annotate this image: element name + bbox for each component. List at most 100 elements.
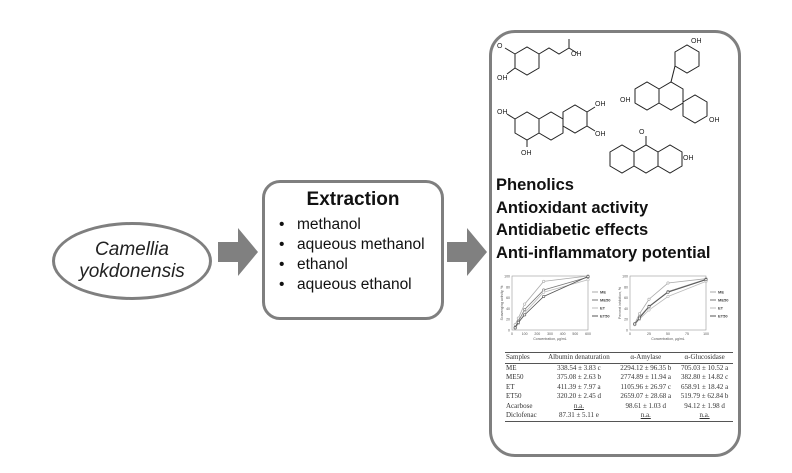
data-point xyxy=(647,297,651,301)
data-point xyxy=(586,278,590,282)
svg-text:O: O xyxy=(497,43,503,50)
table-cell: Acarbose xyxy=(506,401,533,410)
data-point xyxy=(523,307,527,311)
extraction-box: Extraction methanol aqueous methanol eth… xyxy=(262,180,444,320)
data-point xyxy=(647,308,651,312)
data-point xyxy=(666,295,670,299)
table-cell: n.a. xyxy=(573,401,584,410)
solvent-item: methanol xyxy=(279,215,433,235)
svg-text:OH: OH xyxy=(709,117,720,124)
data-point xyxy=(523,302,527,306)
y-axis-label: Percent inhibition, % xyxy=(618,287,622,319)
svg-text:OH: OH xyxy=(683,155,694,162)
legend-label: ME50 xyxy=(600,298,611,303)
heading-phenolics: Phenolics xyxy=(496,176,574,194)
data-point xyxy=(542,290,546,294)
y-tick-label: 40 xyxy=(624,307,628,311)
y-tick-label: 100 xyxy=(504,275,510,279)
table-cell: 2294.12 ± 96.35 b xyxy=(620,363,672,372)
x-axis-label: Concentration, µg/mL xyxy=(533,337,567,341)
data-point xyxy=(704,278,708,282)
legend-label: ET xyxy=(718,306,724,311)
quercetin-structure xyxy=(609,136,683,174)
plot-frame xyxy=(511,275,589,331)
results-table: Samples Albumin denaturation α-Amylase α… xyxy=(505,352,733,422)
table-cell: 519.79 ± 62.84 b xyxy=(680,392,729,400)
arrow-right-icon xyxy=(447,228,487,276)
table-cell: 705.03 ± 10.52 a xyxy=(680,363,729,372)
heading-antioxidant: Antioxidant activity xyxy=(496,198,649,217)
y-axis-label: Scavenging activity, % xyxy=(500,286,504,321)
table-cell: 375.08 ± 2.63 b xyxy=(556,373,601,381)
col-header: α-Glucosidase xyxy=(684,353,725,361)
table-row: ET 411.39 ± 7.97 a 1105.96 ± 26.97 c 658.91… xyxy=(505,383,733,393)
catechin-structure xyxy=(506,104,596,147)
col-header: Albumin denaturation xyxy=(548,353,610,361)
source-plant-oval: Camellia yokdonensis xyxy=(52,222,212,300)
data-point xyxy=(542,295,546,299)
table-cell: n.a. xyxy=(699,411,710,419)
svg-text:OH: OH xyxy=(595,131,606,138)
table-cell: 320.20 ± 2.45 d xyxy=(556,392,601,400)
results-headings: Phenolics Antioxidant activity Antidiabe… xyxy=(496,174,711,264)
x-tick-label: 300 xyxy=(547,332,553,336)
data-point xyxy=(666,281,670,285)
table-cell: n.a. xyxy=(640,411,651,419)
y-tick-label: 40 xyxy=(506,307,510,311)
heading-anti-inflammatory: Anti-inflammatory potential xyxy=(496,243,711,262)
x-tick-label: 0 xyxy=(511,332,513,336)
data-point xyxy=(633,322,637,326)
results-box xyxy=(489,30,741,457)
x-tick-label: 400 xyxy=(560,332,566,336)
table-cell: ME xyxy=(506,363,517,372)
x-tick-label: 100 xyxy=(703,332,709,336)
x-tick-label: 500 xyxy=(572,332,578,336)
table-row: ME 338.54 ± 3.83 c 2294.12 ± 96.35 b 705.03… xyxy=(505,363,733,373)
ferulic-acid-structure xyxy=(504,39,578,76)
x-axis-label: Concentration, µg/mL xyxy=(651,337,685,341)
table-cell: 1105.96 ± 26.97 c xyxy=(620,382,671,391)
table-cell: ET xyxy=(506,382,515,391)
legend-label: ET50 xyxy=(600,314,610,319)
x-tick-label: 75 xyxy=(685,332,689,336)
plant-name-species: yokdonensis xyxy=(79,261,185,282)
legend-label: ET xyxy=(600,306,606,311)
legend-label: ME xyxy=(718,290,724,295)
table-cell: 338.54 ± 3.83 c xyxy=(557,363,601,372)
solvent-list: methanol aqueous methanol ethanol aqueou… xyxy=(273,215,433,295)
solvent-item: aqueous ethanol xyxy=(279,275,433,295)
data-point xyxy=(637,312,641,316)
data-point xyxy=(666,290,670,294)
svg-text:OH: OH xyxy=(497,109,508,116)
table-cell: ME50 xyxy=(506,373,524,381)
table-cell: 411.39 ± 7.97 a xyxy=(557,382,601,391)
x-tick-label: 25 xyxy=(647,332,651,336)
legend-label: ET50 xyxy=(718,314,728,319)
arrow-right-icon xyxy=(218,228,258,276)
svg-text:OH: OH xyxy=(691,38,702,45)
svg-text:OH: OH xyxy=(620,97,631,104)
y-tick-label: 60 xyxy=(624,296,628,300)
y-tick-label: 80 xyxy=(624,285,628,289)
series-line-et xyxy=(634,281,707,325)
y-tick-label: 100 xyxy=(622,275,628,279)
x-tick-label: 600 xyxy=(585,332,591,336)
solvent-item: aqueous methanol xyxy=(279,235,433,255)
epicatechin-gallate-structure xyxy=(634,44,708,124)
svg-text:OH: OH xyxy=(595,101,606,108)
data-point xyxy=(542,279,546,283)
table-cell: 87.31 ± 5.11 e xyxy=(558,411,599,419)
table-cell: 658.91 ± 18.42 a xyxy=(680,382,729,391)
data-point xyxy=(637,316,641,320)
data-point xyxy=(513,326,517,330)
y-tick-label: 60 xyxy=(506,296,510,300)
col-header: α-Amylase xyxy=(630,353,662,361)
legend-label: ME50 xyxy=(718,298,729,303)
